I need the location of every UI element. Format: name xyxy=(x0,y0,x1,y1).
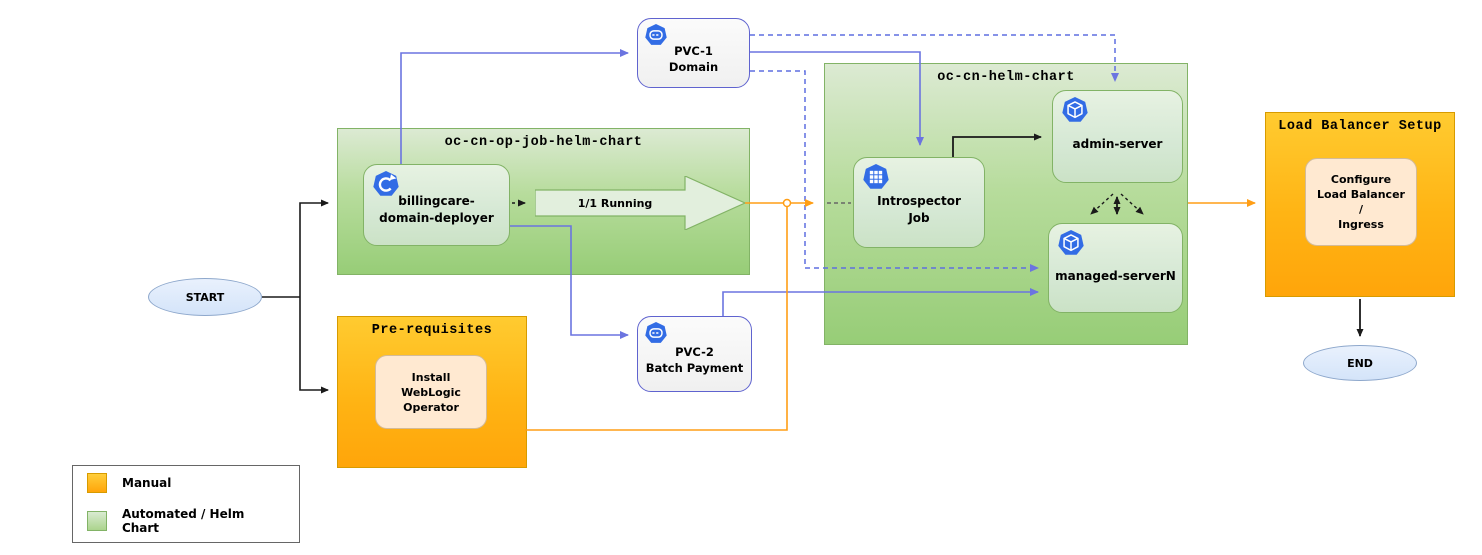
manual-color-swatch xyxy=(87,473,107,493)
deployment-icon xyxy=(373,171,399,196)
legend-item-automated: Automated / Helm Chart xyxy=(87,507,285,535)
container-title: oc-cn-op-job-helm-chart xyxy=(444,135,643,150)
running-status-arrow[interactable]: 1/1 Running xyxy=(534,175,747,231)
node-label: PVC-1 xyxy=(674,44,713,58)
container-title: oc-cn-helm-chart xyxy=(937,70,1075,85)
pod-icon xyxy=(1058,230,1084,255)
start-terminal[interactable]: START xyxy=(148,278,262,316)
node-pvc1-domain[interactable]: PVC-1 Domain xyxy=(637,18,750,88)
node-label: / xyxy=(1358,203,1364,216)
node-label: admin-server xyxy=(1072,137,1163,151)
node-label: domain-deployer xyxy=(379,211,494,225)
start-branch-connectors xyxy=(262,199,329,394)
node-label: Load Balancer xyxy=(1317,188,1405,201)
node-billingcare-domain-deployer[interactable]: billingcare- domain-deployer xyxy=(363,164,510,246)
end-label: END xyxy=(1347,356,1373,370)
running-status-label: 1/1 Running xyxy=(577,196,653,210)
node-label: Ingress xyxy=(1338,218,1384,231)
container-title: Pre-requisites xyxy=(371,323,493,338)
node-label: Install xyxy=(411,370,451,384)
legend: Manual Automated / Helm Chart xyxy=(72,465,300,543)
node-pvc2-batch-payment[interactable]: PVC-2 Batch Payment xyxy=(637,316,752,392)
node-label: Domain xyxy=(668,60,719,74)
node-label: Job xyxy=(908,210,930,225)
node-install-weblogic-operator[interactable]: Install WebLogic Operator xyxy=(375,355,487,429)
orange-junction-dot xyxy=(782,198,792,208)
node-introspector-job[interactable]: Introspector Job xyxy=(853,157,985,248)
start-label: START xyxy=(185,290,225,304)
container-prerequisites[interactable]: Pre-requisites xyxy=(337,316,527,468)
node-label: WebLogic xyxy=(401,385,461,399)
node-label: Introspector xyxy=(877,193,961,208)
container-title: Load Balancer Setup xyxy=(1278,119,1442,134)
legend-label: Manual xyxy=(122,476,172,490)
job-icon xyxy=(863,164,889,189)
node-label: managed-serverN xyxy=(1055,268,1176,283)
legend-item-manual: Manual xyxy=(87,473,285,493)
legend-label: Automated / Helm Chart xyxy=(121,507,245,535)
node-label: PVC-2 xyxy=(675,345,714,359)
storage-icon xyxy=(645,24,667,45)
node-configure-load-balancer[interactable]: Configure Load Balancer / Ingress xyxy=(1305,158,1417,246)
node-label: Operator xyxy=(403,400,459,414)
node-admin-server[interactable]: admin-server xyxy=(1052,90,1183,183)
storage-icon xyxy=(645,322,667,343)
pod-icon xyxy=(1062,97,1088,122)
node-label: Configure xyxy=(1330,173,1392,186)
end-terminal[interactable]: END xyxy=(1303,345,1417,381)
automated-color-swatch xyxy=(87,511,107,531)
node-label: billingcare- xyxy=(398,194,475,208)
node-managed-serverN[interactable]: managed-serverN xyxy=(1048,223,1183,313)
node-label: Batch Payment xyxy=(645,361,744,375)
